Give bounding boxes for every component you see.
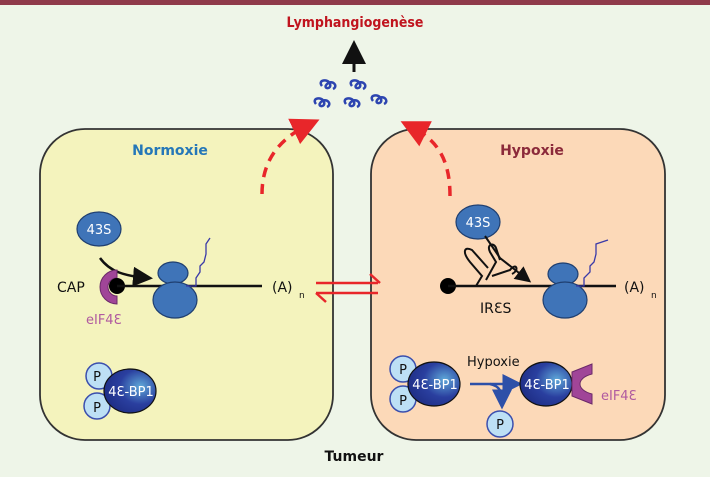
phosphate-label: P — [399, 363, 407, 378]
bp1-normoxie — [103, 368, 157, 414]
ribosome-small-subunit — [157, 261, 189, 285]
hypoxie-transition-label: Hypoxie — [467, 355, 520, 370]
hypoxie-label: Hypoxie — [500, 143, 564, 159]
top-bar — [0, 0, 710, 5]
ribosome-43s-hypoxie — [455, 204, 501, 240]
equilibrium-arrows-icon — [315, 273, 381, 303]
ribosome-43s-normoxie — [76, 211, 122, 247]
phosphate-release-arrow — [489, 382, 512, 410]
protein-cluster-icon — [313, 79, 388, 109]
eif4e-label-hypoxie: eIF4Ɛ — [601, 389, 637, 404]
dashed-arrow-hypoxie — [400, 121, 452, 197]
released-phosphate — [486, 410, 514, 438]
ribosome-large-subunit — [542, 281, 588, 319]
phosphate-label: P — [93, 401, 101, 416]
bp1-label-hypoxie: 4Ɛ-BP1 — [412, 378, 458, 393]
poly-a-label-normoxie: (A) — [272, 280, 293, 296]
title-lymphangiogenese: Lymphangiogenèse — [287, 15, 424, 31]
eif4e-label-normoxie: eIF4Ɛ — [86, 313, 122, 328]
poly-a-sub-normoxie: n — [299, 291, 305, 301]
hypoxie-panel — [370, 128, 666, 441]
ribosome-43s-label: 43S — [466, 216, 491, 231]
nascent-peptide-hypoxie — [576, 239, 609, 287]
dashed-arrow-normoxie — [260, 118, 320, 195]
normoxie-label: Normoxie — [132, 143, 208, 159]
scanning-arrow — [98, 257, 153, 287]
phosphate-label: P — [496, 418, 504, 433]
cap-label: CAP — [57, 280, 85, 296]
ribosome-43s-label: 43S — [87, 223, 112, 238]
bp1-label-hypoxie: 4Ɛ-BP1 — [524, 378, 570, 393]
tumeur-label: Tumeur — [325, 449, 384, 465]
eif4e-bound-hypoxie — [571, 363, 593, 405]
phosphate-label: P — [399, 394, 407, 409]
phosphate-label: P — [93, 370, 101, 385]
ribosome-large-subunit — [152, 281, 198, 319]
poly-a-label-hypoxie: (A) — [624, 280, 645, 296]
phosphate-2-normoxie — [83, 392, 111, 420]
bp1-phospho-hypoxie — [407, 361, 461, 407]
nascent-peptide-normoxie — [186, 237, 211, 287]
bp1-label-normoxie: 4Ɛ-BP1 — [108, 385, 154, 400]
eif4e-crescent — [99, 269, 118, 305]
poly-a-sub-hypoxie: n — [651, 291, 657, 301]
ires-structure-icon — [464, 235, 532, 287]
ires-label: IRƐS — [480, 301, 511, 317]
